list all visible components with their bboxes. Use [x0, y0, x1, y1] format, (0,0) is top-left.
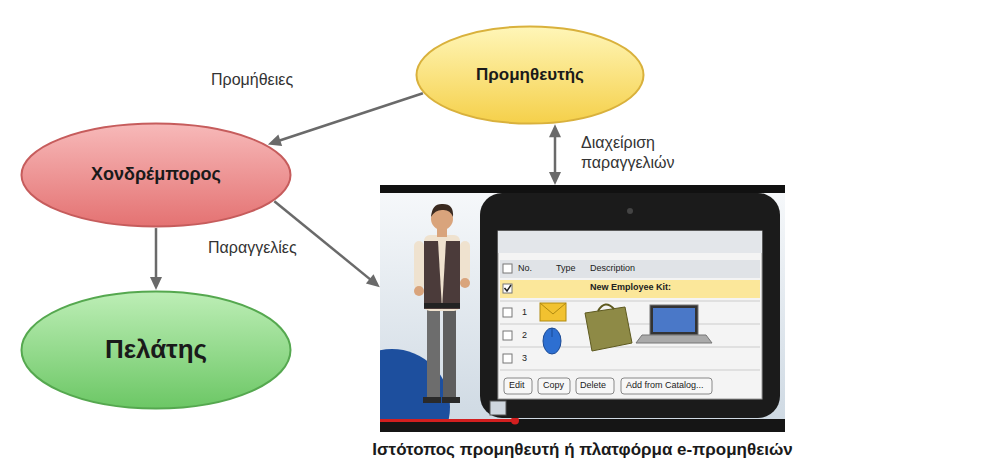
checkmark [505, 285, 512, 291]
presenter-hand [414, 286, 424, 296]
wholesaler-ellipse: Χονδρέμπορος [20, 122, 292, 228]
flow-connector [268, 93, 423, 146]
node-label: Χονδρέμπορος [91, 164, 221, 186]
laptop-icon [636, 305, 712, 343]
arrow-head [150, 277, 162, 290]
button-shape [621, 378, 712, 394]
screen-text: New Employee Kit: [590, 283, 671, 292]
screen-text: Type [556, 264, 576, 273]
screen-text: 3 [522, 354, 527, 363]
checkbox [503, 331, 512, 340]
row-line [500, 324, 760, 325]
screen-text: No. [518, 264, 532, 273]
presenter-hair [431, 204, 453, 217]
flow-connector [549, 124, 561, 185]
laptop-base [636, 335, 712, 343]
video-progress [380, 419, 515, 422]
bag-icon [585, 304, 632, 351]
mouse-body [543, 328, 561, 354]
button-shape [538, 378, 570, 394]
presenter-hand [460, 278, 470, 288]
arrow-head [549, 124, 561, 137]
checkbox [503, 354, 512, 363]
presenter-vest [424, 241, 442, 309]
bag-handle [598, 304, 614, 311]
presenter-arm [460, 241, 470, 281]
mouse-button-line [552, 328, 553, 337]
screen-buttons [504, 378, 712, 394]
ellipse-shape [22, 124, 291, 227]
checkbox [503, 264, 512, 273]
presenter-vest [442, 241, 460, 309]
ellipse-shape [417, 27, 644, 124]
screen-text: Add from Catalog... [626, 381, 704, 390]
selected-row [500, 280, 760, 298]
screen-text: Edit [509, 381, 525, 390]
presenter-arm [414, 241, 424, 289]
presenter-shoe [442, 397, 460, 403]
presenter-leg [443, 307, 456, 399]
envelope-flap [540, 303, 566, 314]
connector-label: Διαχείριση παραγγελιών [578, 133, 724, 173]
connector-line [277, 93, 423, 141]
laptop-display [653, 308, 695, 332]
checkbox [503, 284, 512, 293]
bag-body [585, 307, 632, 351]
mouse-icon [543, 328, 561, 354]
node-label: Προμηθευτής [476, 65, 584, 85]
tablet-camera [627, 208, 633, 214]
video-control-bar [380, 419, 785, 432]
screen-text: 2 [522, 331, 527, 340]
envelope-icon [540, 303, 566, 321]
platform-screenshot: Ιστότοπος προμηθευτή ή πλατφόρμα e-προμη… [380, 185, 785, 432]
row-line [500, 370, 760, 371]
presenter-shoe [423, 397, 441, 403]
checkbox [503, 308, 512, 317]
screen-text: Delete [580, 381, 606, 390]
connector-line [554, 134, 557, 175]
presenter-leg [427, 307, 440, 399]
thumbnail-icon [490, 401, 506, 415]
tablet-screen [498, 231, 762, 399]
website-screenshot [380, 185, 785, 432]
node-label: Πελάτης [105, 334, 207, 365]
row-separators [500, 301, 760, 370]
connector-label: Προμήθειες [208, 70, 296, 90]
ellipse-shape [22, 292, 291, 409]
arrow-head [366, 274, 380, 287]
tablet-device [480, 193, 780, 418]
button-shape [504, 378, 532, 394]
video-top-bar [380, 185, 785, 193]
connector-label: Παραγγελίες [205, 238, 300, 258]
button-shape [576, 378, 614, 394]
envelope-body [540, 303, 566, 321]
checkboxes [503, 264, 512, 363]
table-header-band [500, 260, 760, 278]
screen-text: 1 [522, 308, 527, 317]
laptop-lid [650, 305, 698, 335]
presenter-belt [424, 303, 460, 308]
screen-text: Copy [543, 381, 564, 390]
screen-toolbar [498, 231, 762, 253]
connector-line [155, 228, 158, 280]
platform-caption: Ιστότοπος προμηθευτή ή πλατφόρμα e-προμη… [372, 440, 792, 460]
flow-connector [150, 228, 162, 290]
screenshot-frame [380, 185, 785, 432]
presenter-figure [414, 204, 470, 403]
row-line [500, 347, 760, 348]
row-line [500, 301, 760, 302]
supplier-ellipse: Προμηθευτής [415, 25, 645, 125]
customer-ellipse: Πελάτης [20, 290, 292, 410]
arrow-head [268, 135, 282, 146]
presenter-shirt [424, 235, 460, 311]
arrow-head [549, 172, 561, 185]
tablet-body [480, 193, 780, 418]
screen-text: Description [590, 264, 635, 273]
